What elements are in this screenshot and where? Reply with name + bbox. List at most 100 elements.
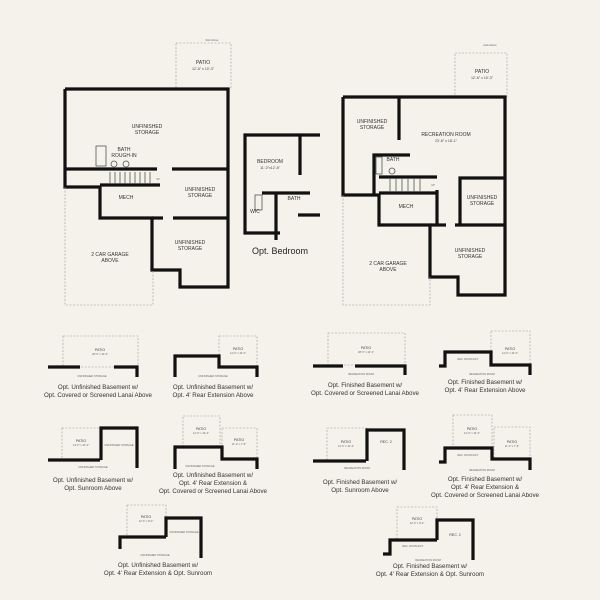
room-label: RECREATION ROOM — [348, 372, 374, 376]
room-label-storage-right-2: STORAGE — [470, 201, 495, 207]
option-finished-extension-sunroom: PATIO 12'-6" x 8'-3" REC. 2 REC. ROOM EX… — [376, 506, 484, 578]
patio-label: PATIO — [341, 440, 351, 444]
option-unfinished-extension-lanai: PATIO 12'-6" x 10'-3" PATIO 11'-0" x 7'-… — [159, 415, 268, 495]
exterior-walls — [63, 87, 230, 289]
room-label-storage-left: UNFINISHED — [357, 119, 388, 125]
tub-icon — [95, 145, 107, 167]
patio-note: Cafe Above — [483, 43, 497, 47]
option-finished-extension-lanai: PATIO 12'-6" x 10'-3" PATIO 11'-0" x 7'-… — [431, 414, 540, 499]
patio-label: PATIO — [76, 439, 86, 443]
room-label-storage-left-2: STORAGE — [360, 125, 385, 131]
room-label: RECREATION ROOM — [469, 468, 495, 472]
optional-bedroom-plan: BEDROOM 11'-0"x12'-8" WIC BATH Opt. Bedr… — [243, 133, 320, 256]
option-caption: Opt. Finished Basement w/ — [448, 476, 523, 483]
patio-label: PATIO — [412, 517, 422, 521]
rec-2-label: REC. 2 — [380, 440, 392, 444]
patio-dimensions: 12'-6" x 10'-3" — [471, 76, 494, 80]
room-label-storage-mid: UNFINISHED — [185, 187, 216, 193]
finished-basement-plan: Cafe Above PATIO 12'-6" x 10'-3" UP UNFI… — [341, 43, 508, 306]
patio-dimensions: 12'-6" x 10'-3" — [192, 67, 215, 71]
opt-bedroom-title: Opt. Bedroom — [252, 246, 308, 256]
option-unfinished-extension-sunroom: PATIO 12'-6" x 8'-3" UNFINISHED STORAGE … — [104, 504, 212, 577]
room-label-bath-2: ROUGH-IN — [111, 153, 137, 159]
sink-icon — [122, 160, 130, 168]
option-finished-sunroom: PATIO 12'-6" x 10'-3" REC. 2 RECREATION … — [313, 427, 406, 494]
option-finished-lanai: PATIO 28'-0" x 10'-3" RECREATION ROOM Op… — [311, 332, 420, 397]
patio-dimensions: 28'-0" x 10'-3" — [358, 350, 374, 354]
room-label-garage-2: ABOVE — [379, 267, 397, 273]
option-caption-2: Opt. 4' Rear Extension Above — [173, 392, 255, 399]
patio-dimensions: 12'-6" x 8'-3" — [410, 521, 425, 525]
option-unfinished-rear-extension: PATIO 12'-6" x 10'-3" UNFINISHED STORAGE… — [173, 335, 259, 399]
room-label: UNFINISHED STORAGE — [198, 374, 227, 378]
patio-label: PATIO — [361, 346, 371, 350]
patio-dimensions: 12'-6" x 10'-3" — [193, 431, 209, 435]
patio-label: PATIO — [95, 348, 105, 352]
patio-dimensions: 12'-6" x 10'-3" — [502, 351, 518, 355]
option-caption: Opt. Finished Basement w/ — [323, 479, 398, 486]
patio-label: PATIO — [233, 347, 243, 351]
option-caption: Opt. Unfinished Basement w/ — [118, 562, 198, 569]
patio-2-label: PATIO — [507, 440, 517, 444]
patio-label: PATIO — [505, 347, 515, 351]
stairs-up-label: UP — [156, 177, 160, 181]
room-label-garage: 2 CAR GARAGE — [91, 252, 129, 258]
room-label-bath: BATH — [387, 157, 400, 163]
room-label-storage: UNFINISHED — [132, 124, 163, 130]
option-caption-2: Opt. 4' Rear Extension Above — [445, 387, 527, 394]
option-caption: Opt. Unfinished Basement w/ — [58, 384, 138, 391]
extension-label: REC. ROOM EXT. — [457, 357, 478, 361]
option-caption-2: Opt. Sunroom Above — [64, 485, 122, 492]
patio-dimensions: 12'-6" x 8'-3" — [139, 519, 154, 523]
option-caption: Opt. Unfinished Basement w/ — [173, 472, 253, 479]
recreation-dimensions: 23'-6" x 18'-1" — [435, 139, 458, 143]
extension-label: REC. ROOM EXT. — [402, 544, 423, 548]
option-caption-2: Opt. Covered or Screened Lanai Above — [311, 390, 420, 397]
room-label: UNFINISHED STORAGE — [140, 553, 169, 557]
option-caption-2: Opt. 4' Rear Extension & — [179, 480, 248, 487]
patio-label: PATIO — [467, 427, 477, 431]
patio-outline — [175, 42, 232, 90]
room-label-mech: MECH — [399, 204, 414, 210]
patio-2-dimensions: 11'-0" x 7'-6" — [505, 444, 519, 448]
option-caption-3: Opt. Covered or Screened Lanai Above — [159, 488, 268, 495]
option-caption-2: Opt. 4' Rear Extension & — [451, 484, 520, 491]
room-label-bath: BATH — [288, 196, 301, 202]
room-label: UNFINISHED STORAGE — [185, 464, 214, 468]
option-caption-2: Opt. Covered or Screened Lanai Above — [44, 392, 153, 399]
room-label-storage-2: STORAGE — [135, 130, 160, 136]
patio-dimensions: 12'-6" x 10'-3" — [464, 431, 480, 435]
room-label-bedroom: BEDROOM — [257, 159, 283, 165]
option-caption: Opt. Unfinished Basement w/ — [173, 384, 253, 391]
patio-note: Sink Above — [206, 38, 220, 42]
option-caption: Opt. Finished Basement w/ — [393, 563, 468, 570]
option-caption-3: Opt. Covered or Screened Lanai Above — [431, 492, 540, 499]
option-unfinished-sunroom: PATIO 12'-6" x 10'-3" UNFINISHED STORAGE… — [48, 426, 139, 492]
room-label: UNFINISHED STORAGE — [77, 374, 106, 378]
room-label: UNFINISHED STORAGE — [78, 465, 107, 469]
patio-label: PATIO — [475, 69, 489, 75]
option-caption: Opt. Finished Basement w/ — [328, 382, 403, 389]
room-label-garage: 2 CAR GARAGE — [369, 261, 407, 267]
room-label-mech: MECH — [119, 195, 134, 201]
room-label: RECREATION ROOM — [344, 466, 370, 470]
room-label: RECREATION ROOM — [415, 558, 441, 562]
patio-dimensions: 28'-0" x 10'-3" — [92, 352, 108, 356]
room-label-storage-mid-2: STORAGE — [188, 193, 213, 199]
room-label-storage-low: UNFINISHED — [175, 240, 206, 246]
room-label-storage-right: UNFINISHED — [467, 195, 498, 201]
room-label-recreation: RECREATION ROOM — [421, 132, 470, 138]
room-label-garage-2: ABOVE — [101, 258, 119, 264]
stairs-up-label: UP — [431, 183, 435, 187]
rec-2-label: REC. 2 — [449, 533, 461, 537]
option-unfinished-lanai: PATIO 28'-0" x 10'-3" UNFINISHED STORAGE… — [44, 335, 153, 399]
room-label-storage-low: UNFINISHED — [455, 248, 486, 254]
patio-dimensions: 12'-6" x 10'-3" — [73, 443, 89, 447]
patio-2-dimensions: 11'-0" x 7'-6" — [232, 442, 246, 446]
room-label-storage-low-2: STORAGE — [178, 246, 203, 252]
bedroom-dimensions: 11'-0"x12'-8" — [260, 166, 281, 170]
option-finished-rear-extension: PATIO 12'-6" x 10'-3" REC. ROOM EXT. REC… — [439, 330, 532, 394]
sunroom-label: UNFINISHED STORAGE — [169, 530, 198, 534]
toilet-icon — [110, 160, 118, 168]
